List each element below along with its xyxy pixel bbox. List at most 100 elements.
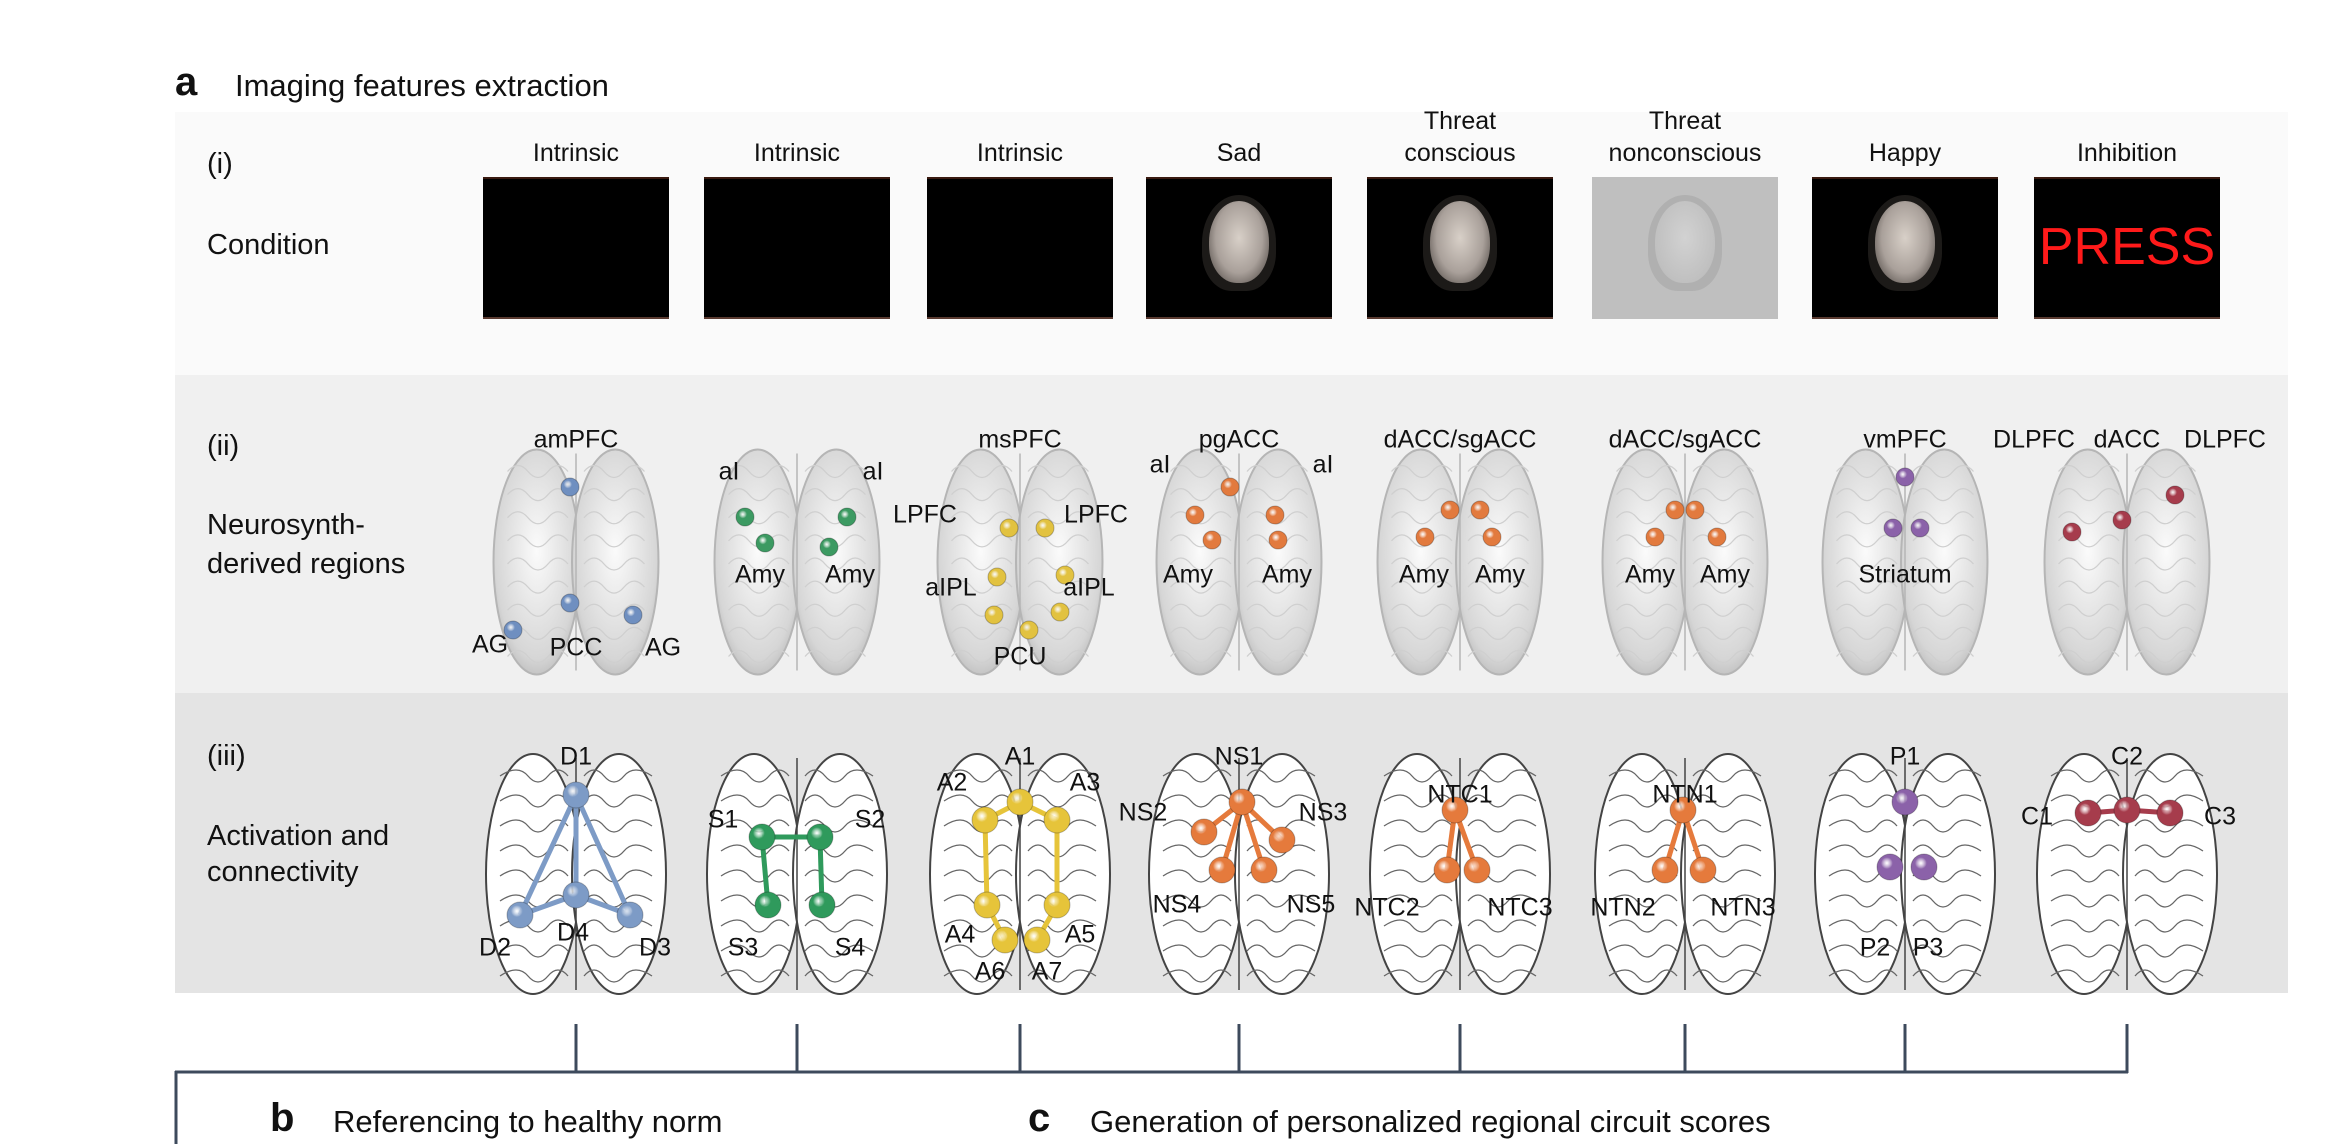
region-node: [1482, 527, 1502, 547]
circuit-node-label: A1: [1004, 742, 1036, 771]
circuit-node: [1689, 856, 1717, 884]
circuit-node: [748, 823, 776, 851]
region-label: aI: [1149, 450, 1171, 479]
line-brain: [1594, 753, 1776, 995]
condition-stimulus-image: [1592, 177, 1778, 319]
region-node: [1910, 518, 1930, 538]
panel-c-title: Generation of personalized regional circ…: [1090, 1104, 1771, 1139]
region-label: aI: [718, 457, 740, 486]
circuit-node: [562, 781, 590, 809]
region-node: [503, 620, 523, 640]
region-node: [1050, 602, 1070, 622]
region-label: AG: [471, 630, 509, 659]
circuit-node: [1876, 853, 1904, 881]
circuit-node: [562, 881, 590, 909]
circuit-node-label: P2: [1859, 933, 1891, 962]
region-label: dACC: [2093, 425, 2161, 454]
glass-brain: [1155, 448, 1323, 676]
region-node: [1665, 500, 1685, 520]
region-label: Amy: [1262, 560, 1312, 589]
region-node: [1685, 500, 1705, 520]
region-node: [1055, 565, 1075, 585]
region-label: DLPFC: [1993, 425, 2075, 454]
region-node: [2112, 510, 2132, 530]
condition-label: conscious: [1404, 139, 1516, 167]
glass-brain: [2043, 448, 2211, 676]
condition-stimulus-image: [1146, 177, 1332, 319]
circuit-node: [1208, 856, 1236, 884]
circuit-node: [1043, 891, 1071, 919]
press-text: PRESS: [2038, 218, 2216, 276]
region-label: Amy: [1399, 560, 1449, 589]
condition-label-line1: Threat: [1648, 107, 1722, 135]
circuit-node: [754, 891, 782, 919]
condition-label: Intrinsic: [753, 139, 841, 167]
region-label: PCU: [993, 642, 1047, 671]
line-brain: [1369, 753, 1551, 995]
region-label: DLPFC: [2184, 425, 2266, 454]
circuit-node-label: A4: [944, 920, 976, 949]
circuit-node-label: NTN2: [1590, 893, 1656, 922]
region-label: vmPFC: [1863, 425, 1947, 454]
circuit-node: [1651, 856, 1679, 884]
circuit-node-label: NS2: [1118, 798, 1168, 827]
circuit-node-label: C2: [2111, 742, 2143, 771]
region-label: dACC/sgACC: [1608, 425, 1762, 454]
circuit-node-label: S4: [834, 933, 866, 962]
region-node: [1265, 505, 1285, 525]
region-node: [984, 605, 1004, 625]
condition-label: Intrinsic: [976, 139, 1064, 167]
region-label: aIPL: [1063, 573, 1115, 602]
region-node: [999, 518, 1019, 538]
region-label: LPFC: [893, 500, 957, 529]
region-label: msPFC: [978, 425, 1062, 454]
condition-stimulus-image: PRESS: [2034, 177, 2220, 319]
condition-label: nonconscious: [1608, 139, 1762, 167]
condition-stimulus-image: [1812, 177, 1998, 319]
circuit-node: [1043, 806, 1071, 834]
region-label: pgACC: [1198, 425, 1280, 454]
region-node: [735, 507, 755, 527]
circuit-node-label: A6: [974, 957, 1006, 986]
circuit-node-label: NS4: [1152, 890, 1202, 919]
region-label: Amy: [1625, 560, 1675, 589]
circuit-node-label: D1: [560, 742, 592, 771]
region-label: Amy: [1475, 560, 1525, 589]
glass-brain: [713, 448, 881, 676]
region-node: [2062, 522, 2082, 542]
condition-label: Happy: [1868, 139, 1942, 167]
circuit-node: [1441, 796, 1469, 824]
line-brain: [706, 753, 888, 995]
circuit-node: [2156, 799, 2184, 827]
condition-stimulus-image: [704, 177, 890, 319]
circuit-node: [2113, 796, 2141, 824]
circuit-node: [1006, 788, 1034, 816]
circuit-node-label: D4: [557, 918, 589, 947]
circuit-node-label: D3: [639, 933, 671, 962]
circuit-node: [991, 926, 1019, 954]
glass-brain: [1821, 448, 1989, 676]
circuit-node: [971, 806, 999, 834]
circuit-node: [806, 823, 834, 851]
row-ii-label-line2: derived regions: [207, 548, 406, 580]
circuit-node: [1910, 853, 1938, 881]
circuit-node-label: NS5: [1286, 890, 1336, 919]
region-node: [560, 593, 580, 613]
circuit-edge: [982, 819, 990, 906]
region-label: Striatum: [1858, 560, 1952, 589]
region-node: [1220, 477, 1240, 497]
condition-stimulus-image: [927, 177, 1113, 319]
region-node: [560, 477, 580, 497]
circuit-node: [1268, 826, 1296, 854]
circuit-node: [1463, 856, 1491, 884]
region-label: LPFC: [1064, 500, 1128, 529]
face-image: [1209, 201, 1269, 283]
circuit-node-label: NTN1: [1652, 780, 1718, 809]
region-label: aIPL: [925, 573, 977, 602]
circuit-node: [973, 891, 1001, 919]
panel-c-letter: c: [1028, 1096, 1051, 1140]
circuit-node-label: C3: [2204, 802, 2236, 831]
circuit-node-label: NTC3: [1487, 893, 1553, 922]
